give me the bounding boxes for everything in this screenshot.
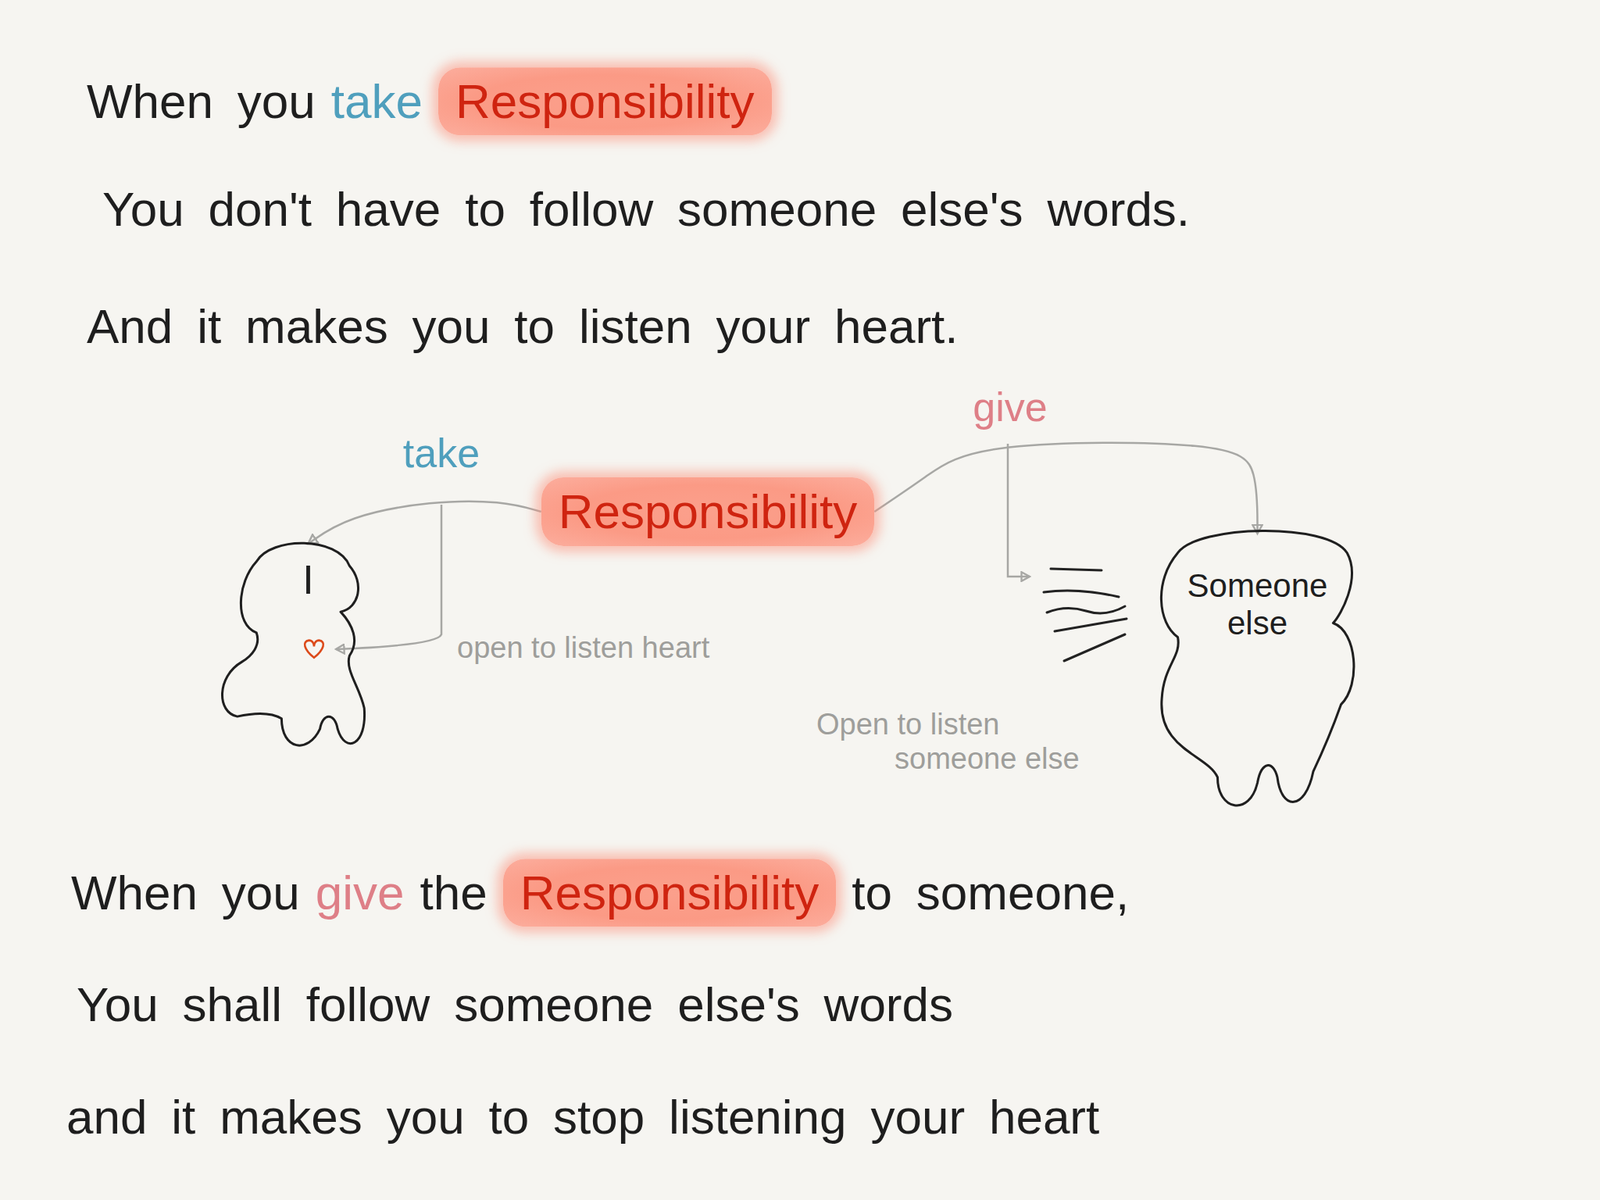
text-line: and it makes you to stop listening your … xyxy=(66,1089,1100,1145)
text-line: You don't have to follow someone else's … xyxy=(102,181,1190,237)
sentence-text: When you xyxy=(86,73,316,129)
sentence-text: When you xyxy=(71,864,300,921)
speech-line xyxy=(1043,590,1119,597)
person-figure: I xyxy=(219,540,368,750)
figure-text-holder: Someone else xyxy=(1185,567,1330,643)
heart-symbol xyxy=(304,640,324,658)
sentence-text: to someone, xyxy=(851,864,1129,921)
sentence-text: and it makes you to stop listening your … xyxy=(66,1089,1100,1145)
speech-line xyxy=(1050,568,1102,571)
node-text: Responsibility xyxy=(520,864,820,921)
sentence-text: And it makes you to listen your heart. xyxy=(86,298,959,354)
figure-body xyxy=(221,542,365,746)
text-line: When you take Responsibility xyxy=(86,67,772,136)
connector-arrow xyxy=(874,442,1258,534)
keyword-give: give xyxy=(315,864,405,921)
highlight-word: Responsibility xyxy=(438,67,772,136)
node-text: Responsibility xyxy=(558,483,858,540)
sentence-text: You don't have to follow someone else's … xyxy=(102,181,1190,237)
speech-line xyxy=(1046,606,1125,614)
note-label: open to listen heart xyxy=(457,631,710,666)
sentence-text: the xyxy=(420,864,488,921)
sentence-text: You shall follow someone else's words xyxy=(76,976,954,1033)
keyword-take: take xyxy=(331,73,423,129)
text-line: You shall follow someone else's words xyxy=(76,976,954,1033)
node-text: I xyxy=(271,557,346,604)
person-figure: Someone else xyxy=(1157,530,1358,811)
text-line: And it makes you to listen your heart. xyxy=(86,298,959,354)
edge-label: give xyxy=(972,384,1047,432)
highlight-word: Responsibility xyxy=(541,477,875,546)
speech-line xyxy=(1064,634,1125,661)
give-branch xyxy=(1007,443,1030,577)
note-label: Open to listen someone else xyxy=(816,707,1098,776)
figure-outline xyxy=(219,540,368,750)
edge-label: take xyxy=(403,430,480,478)
connector-arrow xyxy=(307,501,541,544)
highlight-word: Responsibility xyxy=(503,858,837,927)
speech-line xyxy=(1054,618,1127,632)
node-text: Responsibility xyxy=(455,73,755,129)
speech-lines xyxy=(1043,568,1127,661)
text-line: When you givethe Responsibility to someone, xyxy=(71,858,1129,927)
node-text: Someone else xyxy=(1185,567,1330,643)
figure-text-holder: I xyxy=(271,557,346,604)
figure-body xyxy=(1160,530,1354,806)
